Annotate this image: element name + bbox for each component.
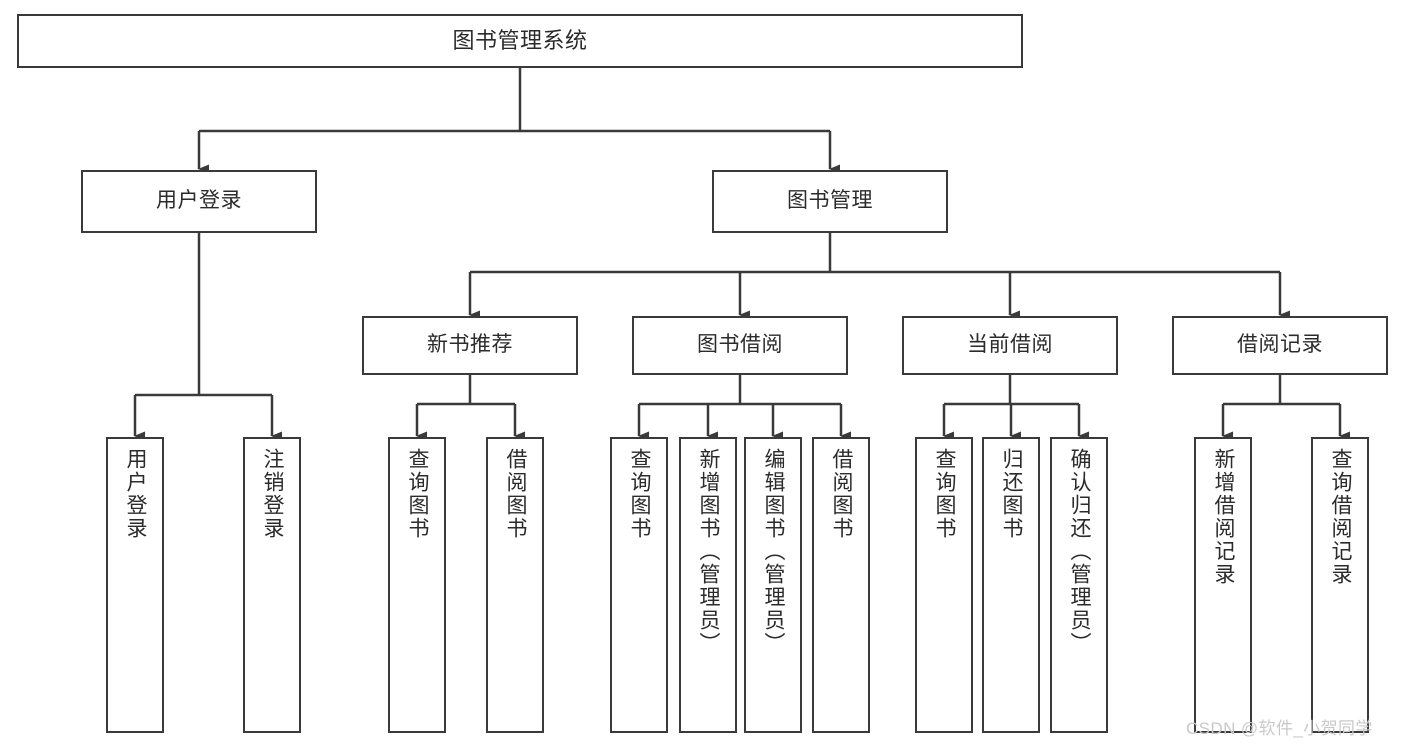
leaf-return-book-label: 归还图书 <box>1000 448 1024 540</box>
node-book-borrow-label: 图书借阅 <box>697 333 783 357</box>
leaf-query-book-current[interactable]: 查询图书 <box>915 437 973 733</box>
leaf-add-book-admin[interactable]: 新增图书（管理员） <box>679 437 737 733</box>
leaf-user-login-label: 用户登录 <box>124 448 148 540</box>
leaf-edit-book-admin[interactable]: 编辑图书（管理员） <box>744 437 802 733</box>
leaf-query-book-recommend[interactable]: 查询图书 <box>388 437 446 733</box>
leaf-confirm-return-admin[interactable]: 确认归还（管理员） <box>1050 437 1108 733</box>
leaf-borrow-book-recommend[interactable]: 借阅图书 <box>486 437 544 733</box>
node-root[interactable]: 图书管理系统 <box>17 14 1023 68</box>
leaf-query-book-borrow[interactable]: 查询图书 <box>610 437 668 733</box>
leaf-query-borrow-record[interactable]: 查询借阅记录 <box>1311 437 1369 733</box>
leaf-add-borrow-record[interactable]: 新增借阅记录 <box>1194 437 1252 733</box>
leaf-confirm-return-admin-label: 确认归还（管理员） <box>1068 448 1092 655</box>
leaf-logout-label: 注销登录 <box>261 448 285 540</box>
leaf-add-borrow-record-label: 新增借阅记录 <box>1212 448 1236 586</box>
leaf-edit-book-admin-label: 编辑图书（管理员） <box>762 448 786 655</box>
leaf-logout[interactable]: 注销登录 <box>243 437 301 733</box>
node-new-book-recommend[interactable]: 新书推荐 <box>362 316 578 375</box>
leaf-return-book[interactable]: 归还图书 <box>982 437 1040 733</box>
leaf-user-login[interactable]: 用户登录 <box>106 437 164 733</box>
node-current-borrow[interactable]: 当前借阅 <box>902 316 1118 375</box>
node-book-management[interactable]: 图书管理 <box>712 170 948 233</box>
node-book-borrow[interactable]: 图书借阅 <box>632 316 848 375</box>
leaf-borrow-book[interactable]: 借阅图书 <box>812 437 870 733</box>
leaf-add-book-admin-label: 新增图书（管理员） <box>697 448 721 655</box>
leaf-query-book-borrow-label: 查询图书 <box>628 448 652 540</box>
node-user-login[interactable]: 用户登录 <box>81 170 317 233</box>
leaf-query-book-current-label: 查询图书 <box>933 448 957 540</box>
watermark-text: CSDN @软件_小贺同学 <box>1186 719 1373 738</box>
node-borrow-record-label: 借阅记录 <box>1237 333 1323 357</box>
node-new-book-recommend-label: 新书推荐 <box>427 333 513 357</box>
node-book-management-label: 图书管理 <box>787 189 873 213</box>
node-borrow-record[interactable]: 借阅记录 <box>1172 316 1388 375</box>
leaf-query-book-recommend-label: 查询图书 <box>406 448 430 540</box>
node-current-borrow-label: 当前借阅 <box>967 333 1053 357</box>
leaf-borrow-book-recommend-label: 借阅图书 <box>504 448 528 540</box>
node-root-label: 图书管理系统 <box>452 28 588 54</box>
edge-paths <box>133 68 1350 441</box>
leaf-borrow-book-label: 借阅图书 <box>830 448 854 540</box>
leaf-query-borrow-record-label: 查询借阅记录 <box>1329 448 1353 586</box>
node-user-login-label: 用户登录 <box>156 189 242 213</box>
